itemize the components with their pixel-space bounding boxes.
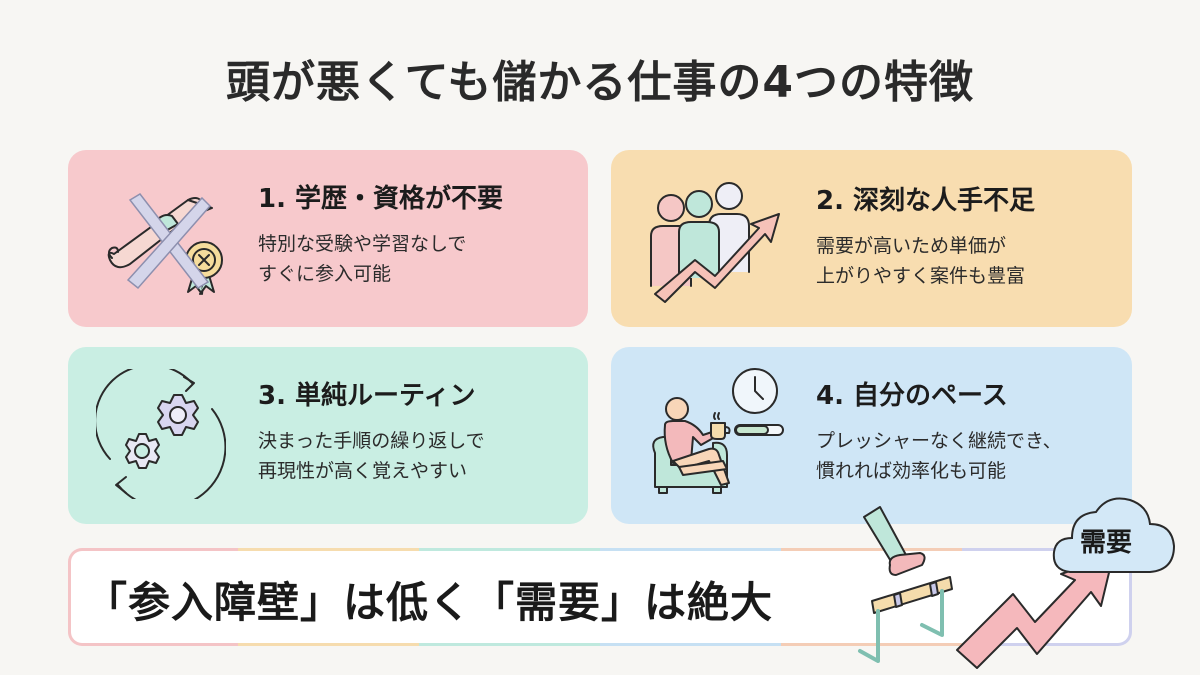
feature-card-labor-shortage: 2. 深刻な人手不足 需要が高いため単価が 上がりやすく案件も豊富: [611, 150, 1132, 327]
page-title: 頭が悪くても儲かる仕事の4つの特徴: [225, 57, 975, 108]
card-body: 決まった手順の繰り返しで 再現性が高く覚えやすい: [258, 430, 485, 482]
card-body: プレッシャーなく継続でき、 慣れれば効率化も可能: [816, 430, 1062, 482]
cloud-label: 需要: [1080, 528, 1133, 558]
rising-arrow-icon: [955, 550, 1115, 674]
feature-card-simple-routine: 3. 単純ルーティン 決まった手順の繰り返しで 再現性が高く覚えやすい: [68, 347, 588, 524]
diploma-crossed-icon: [96, 172, 236, 306]
banner-text: 「参入障壁」は低く「需要」は絶大: [85, 578, 774, 627]
feature-card-no-credentials: 1. 学歴・資格が不要 特別な受験や学習なしで すぐに参入可能: [68, 150, 588, 327]
card-heading: 1. 学歴・資格が不要: [258, 184, 504, 214]
card-heading: 3. 単純ルーティン: [258, 381, 476, 411]
card-body: 特別な受験や学習なしで すぐに参入可能: [258, 233, 467, 285]
people-rising-arrow-icon: [643, 168, 793, 312]
gears-cycle-icon: [94, 364, 227, 509]
card-heading: 4. 自分のペース: [816, 381, 1008, 411]
summary-banner: 「参入障壁」は低く「需要」は絶大: [68, 548, 1132, 646]
cloud-icon: 需要: [1050, 492, 1180, 586]
card-body: 需要が高いため単価が 上がりやすく案件も豊富: [816, 235, 1026, 287]
feature-card-own-pace: 4. 自分のペース プレッシャーなく継続でき、 慣れれば効率化も可能: [611, 347, 1132, 524]
relaxing-person-clock-icon: [643, 365, 793, 509]
card-heading: 2. 深刻な人手不足: [816, 186, 1036, 216]
hurdle-step-icon: [850, 505, 970, 675]
